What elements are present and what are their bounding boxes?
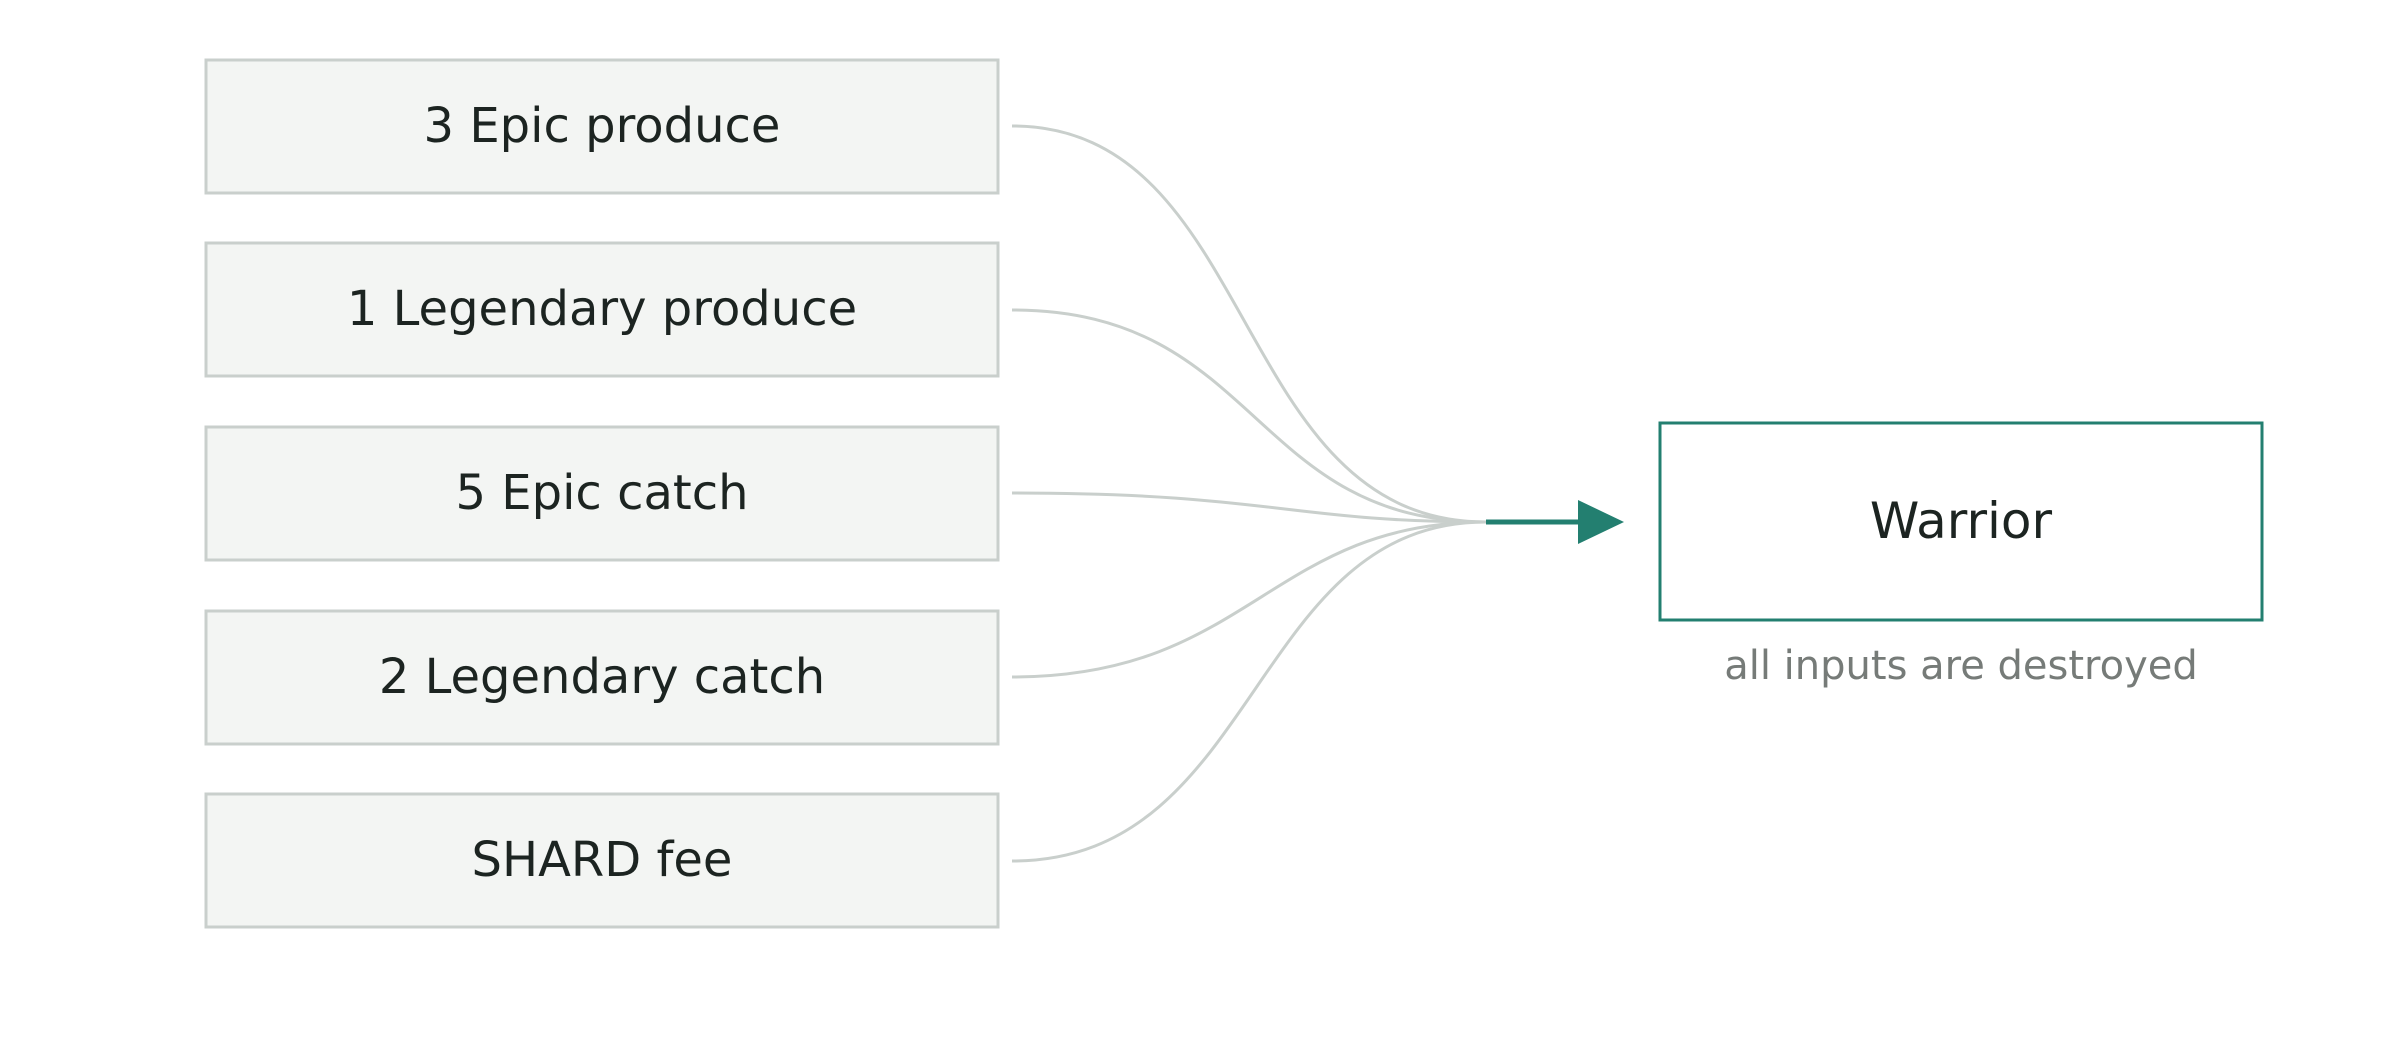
- input-box: [204, 58, 1000, 195]
- connector-line: [1011, 124, 1487, 524]
- input-label: 5 Epic catch: [455, 465, 748, 521]
- input-node: 5 Epic catch: [204, 425, 1000, 562]
- input-label: 2 Legendary catch: [379, 649, 825, 705]
- output-note: all inputs are destroyed: [1724, 643, 2198, 689]
- input-box: [204, 792, 1000, 929]
- input-label: 3 Epic produce: [424, 98, 781, 154]
- input-label: 1 Legendary produce: [347, 281, 857, 337]
- output-box: [1658, 421, 2264, 622]
- output-label: Warrior: [1870, 492, 2053, 550]
- connector-line: [1011, 520, 1487, 863]
- output-node: Warrior: [1658, 421, 2264, 622]
- input-box: [204, 241, 1000, 378]
- input-node: 2 Legendary catch: [204, 609, 1000, 746]
- input-box: [204, 609, 1000, 746]
- input-box: [204, 425, 1000, 562]
- connector-line: [1011, 308, 1487, 524]
- connector-line: [1011, 491, 1487, 524]
- input-label: SHARD fee: [472, 832, 733, 888]
- input-node: 3 Epic produce: [204, 58, 1000, 195]
- input-node: 1 Legendary produce: [204, 241, 1000, 378]
- input-node: SHARD fee: [204, 792, 1000, 929]
- arrow-icon: [1486, 500, 1624, 544]
- connector-line: [1011, 520, 1487, 679]
